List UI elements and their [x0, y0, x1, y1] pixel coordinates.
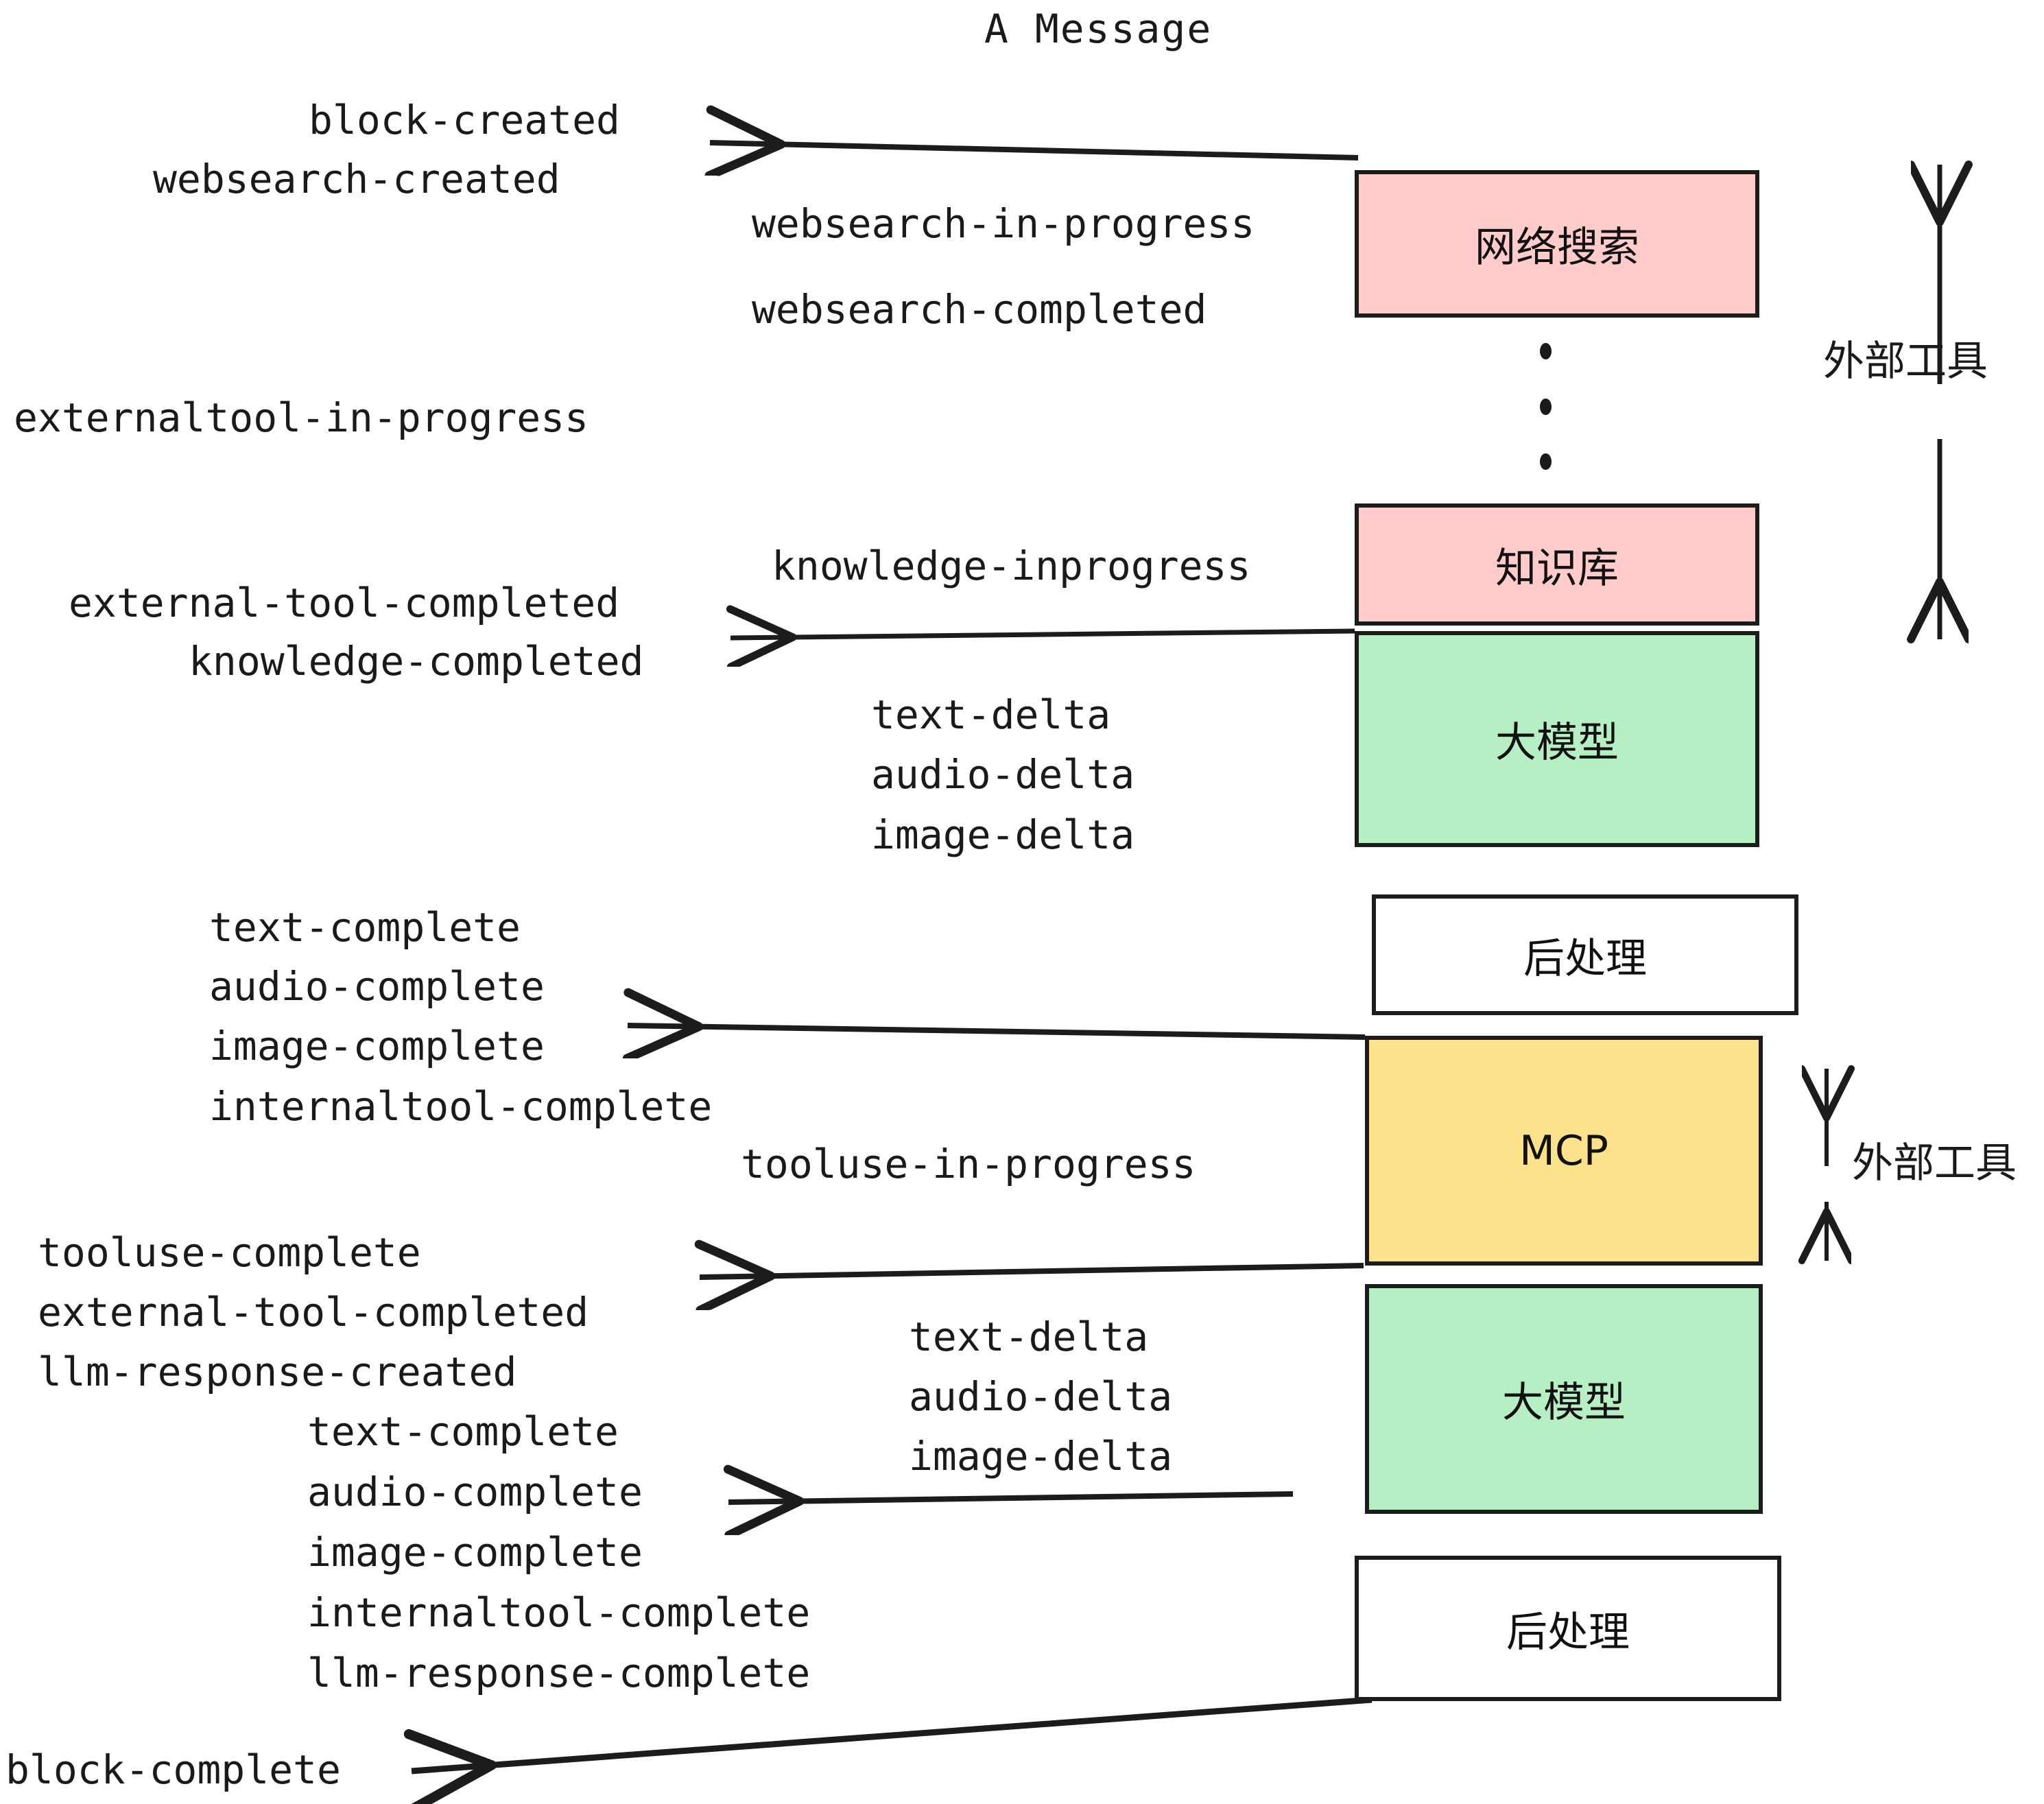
event-label-image-delta-2: image-delta — [909, 1433, 1173, 1480]
arrow-knowledge-to-left — [730, 631, 1355, 638]
event-label-knowledge-completed: knowledge-completed — [189, 638, 644, 685]
event-label-image-complete-1: image-complete — [209, 1023, 545, 1069]
event-label-text-complete-1: text-complete — [209, 904, 521, 951]
event-label-audio-delta-1: audio-delta — [871, 751, 1135, 798]
node-llm-2[interactable]: 大模型 — [1365, 1284, 1763, 1514]
arrow-websearch-to-left — [710, 143, 1359, 158]
event-label-text-delta-2: text-delta — [909, 1314, 1149, 1360]
event-label-externaltool-in-progress: externaltool-in-progress — [14, 394, 589, 441]
event-label-audio-complete-1: audio-complete — [209, 963, 545, 1010]
diagram-title: A Message — [984, 5, 1213, 52]
event-label-websearch-completed: websearch-completed — [752, 286, 1207, 333]
event-label-tooluse-complete: tooluse-complete — [38, 1229, 421, 1276]
event-label-text-complete-2: text-complete — [307, 1408, 619, 1455]
event-label-external-tool-completed-2: external-tool-completed — [38, 1289, 589, 1336]
annotation-external-tool-top: 外部工具 — [1823, 337, 1988, 385]
ellipsis-dots — [1538, 343, 1552, 470]
event-label-block-complete: block-complete — [5, 1746, 341, 1793]
node-websearch-label: 网络搜索 — [1475, 224, 1639, 272]
node-mcp[interactable]: MCP — [1365, 1036, 1763, 1266]
event-label-text-delta-1: text-delta — [871, 691, 1111, 738]
arrow-postprocess-to-left — [628, 1025, 1366, 1037]
node-postprocess-1[interactable]: 后处理 — [1372, 894, 1798, 1015]
event-label-llm-response-created: llm-response-created — [38, 1349, 517, 1395]
event-label-audio-complete-2: audio-complete — [307, 1469, 643, 1515]
event-label-image-complete-2: image-complete — [307, 1529, 643, 1576]
arrow-postprocess2-to-block-complete — [412, 1696, 1372, 1771]
node-mcp-label: MCP — [1519, 1126, 1608, 1175]
arrow-llm2-to-left — [728, 1494, 1294, 1502]
event-label-block-created: block-created — [309, 97, 620, 143]
node-llm-1[interactable]: 大模型 — [1355, 631, 1759, 847]
event-label-knowledge-inprogress: knowledge-inprogress — [772, 543, 1251, 589]
node-knowledge-label: 知识库 — [1495, 544, 1619, 593]
event-label-external-tool-completed-1: external-tool-completed — [69, 580, 620, 626]
node-llm-1-label: 大模型 — [1495, 719, 1619, 767]
node-postprocess-1-label: 后处理 — [1523, 934, 1647, 983]
event-label-internaltool-complete-2: internaltool-complete — [307, 1589, 811, 1636]
event-label-audio-delta-2: audio-delta — [909, 1373, 1173, 1420]
node-websearch[interactable]: 网络搜索 — [1355, 170, 1759, 318]
event-label-tooluse-in-progress: tooluse-in-progress — [741, 1141, 1196, 1187]
node-llm-2-label: 大模型 — [1502, 1379, 1626, 1427]
event-label-websearch-created: websearch-created — [153, 156, 560, 202]
node-postprocess-2[interactable]: 后处理 — [1355, 1556, 1781, 1701]
event-label-websearch-in-progress: websearch-in-progress — [752, 200, 1255, 247]
event-label-llm-response-complete: llm-response-complete — [307, 1650, 811, 1696]
arrow-mcp-to-left — [700, 1266, 1364, 1277]
event-label-internaltool-complete-1: internaltool-complete — [209, 1083, 713, 1130]
annotation-external-tool-bottom: 外部工具 — [1852, 1139, 2017, 1187]
event-label-image-delta-1: image-delta — [871, 811, 1135, 858]
node-knowledge[interactable]: 知识库 — [1355, 503, 1759, 626]
node-postprocess-2-label: 后处理 — [1506, 1608, 1630, 1657]
